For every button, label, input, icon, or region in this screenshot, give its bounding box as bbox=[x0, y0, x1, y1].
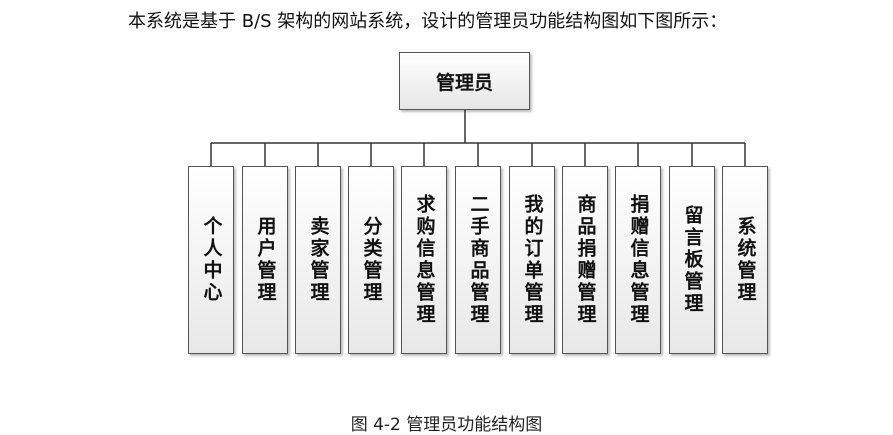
intro-paragraph: 本系统是基于 B/S 架构的网站系统，设计的管理员功能结构图如下图所示： bbox=[128, 11, 728, 32]
child-node-label: 求购信息管理 bbox=[413, 194, 436, 326]
child-node-label: 二手商品管理 bbox=[467, 194, 490, 326]
child-node-label: 留言板管理 bbox=[681, 205, 704, 315]
child-node-9: 捐赠信息管理 bbox=[615, 166, 661, 354]
child-node-label: 商品捐赠管理 bbox=[574, 194, 597, 326]
child-node-10: 留言板管理 bbox=[669, 166, 715, 354]
figure-caption: 图 4-2 管理员功能结构图 bbox=[350, 415, 543, 435]
child-node-label: 卖家管理 bbox=[307, 216, 330, 304]
child-node-8: 商品捐赠管理 bbox=[562, 166, 608, 354]
child-node-6: 二手商品管理 bbox=[455, 166, 501, 354]
child-node-5: 求购信息管理 bbox=[401, 166, 447, 354]
child-node-label: 系统管理 bbox=[734, 216, 757, 304]
child-node-7: 我的订单管理 bbox=[509, 166, 555, 354]
child-node-label: 用户管理 bbox=[254, 216, 277, 304]
child-node-11: 系统管理 bbox=[722, 166, 768, 354]
child-node-4: 分类管理 bbox=[348, 166, 394, 354]
child-node-2: 用户管理 bbox=[242, 166, 288, 354]
child-node-label: 我的订单管理 bbox=[521, 194, 544, 326]
child-node-label: 分类管理 bbox=[360, 216, 383, 304]
root-node-label: 管理员 bbox=[435, 71, 493, 94]
root-node-admin: 管理员 bbox=[399, 52, 530, 110]
child-node-label: 个人中心 bbox=[200, 216, 223, 304]
child-node-label: 捐赠信息管理 bbox=[627, 194, 650, 326]
child-node-3: 卖家管理 bbox=[295, 166, 341, 354]
child-node-1: 个人中心 bbox=[188, 166, 234, 354]
